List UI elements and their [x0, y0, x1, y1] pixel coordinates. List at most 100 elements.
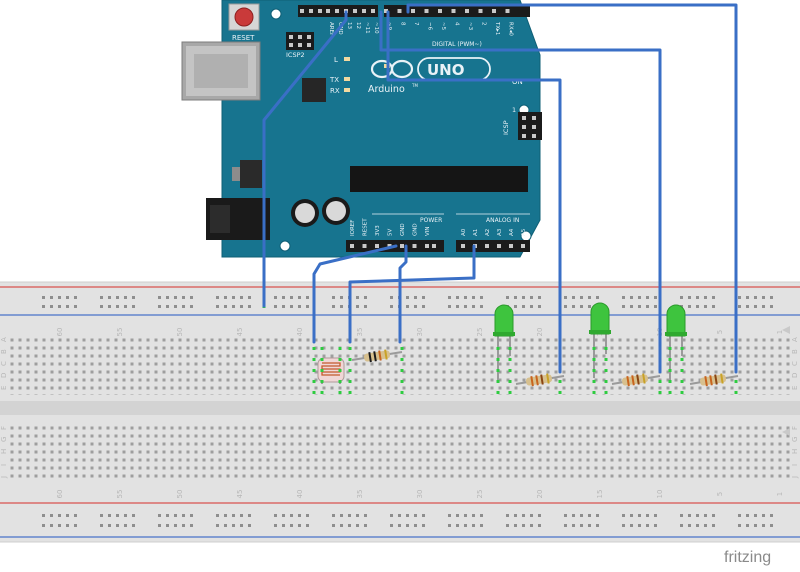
rail-hole [240, 296, 243, 299]
highlight-hole [680, 380, 684, 383]
rail-hole [704, 524, 707, 527]
wire-gnd [262, 10, 348, 308]
column-number: 10 [656, 490, 664, 499]
rail-hole [158, 524, 161, 527]
rail-hole [232, 514, 235, 517]
rail-hole [646, 305, 649, 308]
header-pin [532, 125, 536, 129]
rail-hole [638, 305, 641, 308]
row-letter: H [791, 449, 799, 454]
highlight-hole [320, 391, 324, 394]
row-letter: J [0, 476, 8, 479]
rail-hole [216, 305, 219, 308]
digital-pin-label: 2 [481, 22, 487, 26]
rail-hole [174, 305, 177, 308]
highlight-hole [658, 380, 662, 383]
rail-hole [216, 514, 219, 517]
rail-hole [166, 514, 169, 517]
rail-hole [58, 524, 61, 527]
header-pin [522, 116, 526, 120]
rail-hole [58, 296, 61, 299]
rail-hole [746, 305, 749, 308]
header-pin [353, 9, 357, 13]
resistor [515, 373, 565, 387]
rail-hole [572, 296, 575, 299]
reset-button[interactable] [228, 3, 260, 31]
digital-pin-label: 13 [346, 22, 352, 29]
fritzing-watermark: fritzing [724, 549, 771, 566]
digital-pin-label: 7 [413, 22, 419, 26]
rail-hole [654, 514, 657, 517]
icsp2-header [286, 32, 314, 50]
column-number: 55 [116, 490, 124, 499]
rail-hole [406, 514, 409, 517]
row-letter: A [0, 337, 8, 342]
power-label: POWER [420, 217, 442, 224]
power-pin-label: 3V3 [375, 225, 381, 236]
highlight-hole [592, 391, 596, 394]
highlight-hole [508, 358, 512, 361]
column-number: 20 [536, 328, 544, 337]
highlight-hole [496, 380, 500, 383]
rail-hole [390, 296, 393, 299]
rail-hole [646, 524, 649, 527]
column-number: 1 [776, 492, 784, 496]
rail-hole [298, 305, 301, 308]
rail-hole [704, 514, 707, 517]
voltage-regulator [240, 160, 262, 188]
led-tx-label: TX [329, 76, 339, 84]
rail-hole [190, 305, 193, 308]
wires [262, 3, 738, 374]
rail-hole [680, 514, 683, 517]
rail-hole [638, 514, 641, 517]
on-label: ON [512, 78, 523, 86]
wire-5v [312, 244, 398, 344]
analog-pin-label: A4 [509, 228, 515, 236]
rail-hole [588, 296, 591, 299]
rail-hole [116, 514, 119, 517]
rail-hole [356, 524, 359, 527]
column-number: 60 [56, 328, 64, 337]
rail-hole [530, 305, 533, 308]
header-pin [461, 244, 465, 248]
rail-hole [738, 305, 741, 308]
rail-hole [282, 524, 285, 527]
highlight-hole [592, 347, 596, 350]
header-pin [438, 9, 442, 13]
column-number: 5 [716, 492, 724, 496]
header-pin [350, 244, 354, 248]
rail-hole [680, 524, 683, 527]
rail-hole [448, 514, 451, 517]
rail-hole [248, 296, 251, 299]
rail-hole [298, 514, 301, 517]
row-letter: B [0, 349, 8, 354]
rail-hole [572, 514, 575, 517]
rail-hole [622, 296, 625, 299]
rail-hole [216, 524, 219, 527]
rail-hole [74, 296, 77, 299]
icsp-pin1-label: 1 [512, 106, 516, 114]
rail-hole [522, 514, 525, 517]
capacitor [322, 197, 350, 225]
rail-hole [422, 524, 425, 527]
rail-hole [332, 296, 335, 299]
rail-hole [74, 514, 77, 517]
rail-hole [332, 305, 335, 308]
rail-hole [680, 296, 683, 299]
header-pin [492, 9, 496, 13]
highlight-hole [338, 369, 342, 372]
highlight-hole [558, 391, 562, 394]
rail-hole [422, 514, 425, 517]
header-pin [532, 134, 536, 138]
header-pin [505, 9, 510, 13]
rail-hole [564, 514, 567, 517]
column-number: 25 [476, 328, 484, 337]
rail-hole [306, 514, 309, 517]
rail-hole [174, 524, 177, 527]
header-pin [318, 9, 322, 13]
resistor [689, 373, 739, 387]
highlight-hole [668, 358, 672, 361]
rail-hole [58, 514, 61, 517]
highlight-hole [400, 347, 404, 350]
rail-hole [762, 296, 765, 299]
